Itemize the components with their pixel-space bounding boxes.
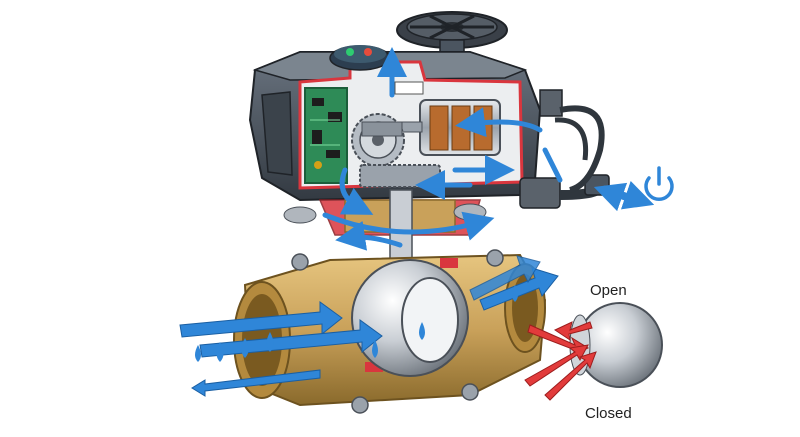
power-icon — [646, 168, 672, 199]
connector-block — [395, 82, 423, 94]
green-led-icon — [346, 48, 354, 56]
status-indicator-cap — [330, 45, 390, 70]
red-led-icon — [364, 48, 372, 56]
open-label: Open — [590, 282, 627, 299]
ball-state-sphere — [578, 303, 662, 387]
valve-ball — [352, 260, 468, 376]
closed-label: Closed — [585, 405, 632, 422]
